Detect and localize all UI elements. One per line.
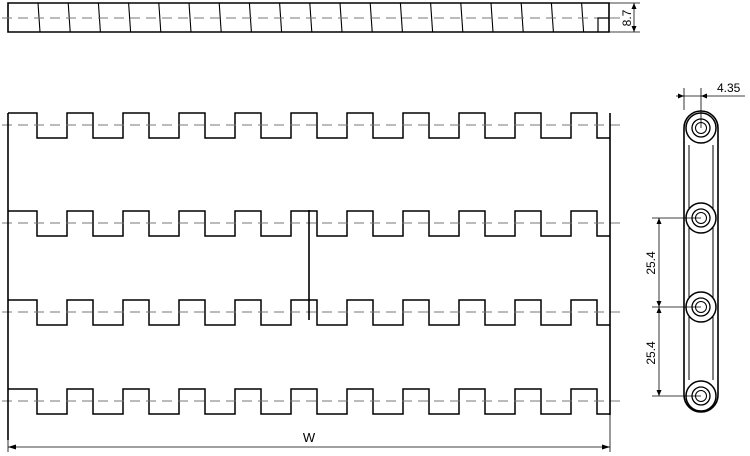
belt-row <box>2 388 626 415</box>
thickness-dimension-label: 8.7 <box>620 9 634 26</box>
edge-view-slat-line <box>128 2 132 33</box>
belt-row-tooth-profile <box>8 112 610 139</box>
belt-rows <box>2 112 626 415</box>
side-profile-view: 4.35 25.4 25.4 <box>644 81 745 413</box>
belt-row <box>2 299 626 326</box>
belt-row-tooth-profile <box>8 299 610 326</box>
belt-row <box>2 210 626 237</box>
belt-row-tooth-profile <box>8 388 610 415</box>
pitch-upper-label: 25.4 <box>644 251 658 275</box>
edge-view-slat-line <box>158 2 162 33</box>
top-edge-view: 8.7 <box>2 2 640 33</box>
edge-view-slat-line <box>188 2 192 33</box>
belt-plan-view: W <box>2 112 626 452</box>
pitch-lower-label: 25.4 <box>644 341 658 365</box>
profile-hinge-circles <box>685 112 717 412</box>
width-dimension-label: W <box>303 430 316 445</box>
edge-view-end-tab <box>597 17 609 32</box>
offset-dimension-label: 4.35 <box>717 81 741 95</box>
belt-row <box>2 112 626 139</box>
edge-view-slat-line <box>430 2 434 33</box>
edge-view-slat-line <box>460 2 464 33</box>
profile-outline <box>683 110 719 413</box>
edge-view-slat-line <box>218 2 222 33</box>
edge-view-slat-line <box>399 2 403 33</box>
belt-row-tooth-profile <box>8 210 610 237</box>
